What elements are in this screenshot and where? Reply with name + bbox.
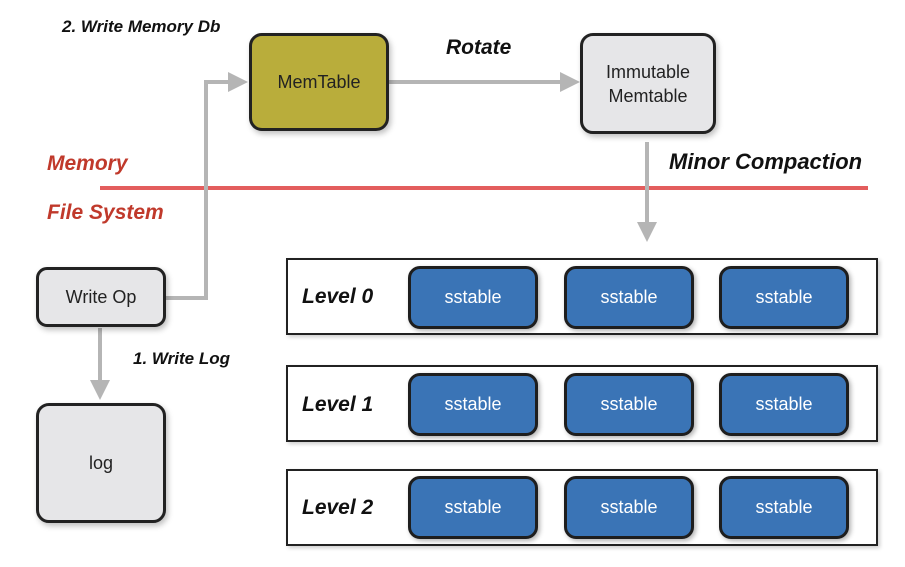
write-memory-db-label: 2. Write Memory Db <box>62 17 221 36</box>
write-op-to-memtable-arrow <box>165 72 248 300</box>
level-0-label: Level 0 <box>302 285 374 308</box>
memtable-text: MemTable <box>277 72 361 92</box>
write-op-box: Write Op <box>36 267 166 327</box>
write-op-text: Write Op <box>65 287 137 307</box>
log-box: log <box>36 403 166 523</box>
level-2-sstable-3: sstable <box>719 476 849 539</box>
memory-label: Memory <box>47 152 128 175</box>
level-1-sstable-1: sstable <box>408 373 538 436</box>
rotate-label: Rotate <box>446 36 512 59</box>
file-system-label: File System <box>47 201 164 224</box>
level-2-label: Level 2 <box>302 496 374 519</box>
level-0-sstable-1: sstable <box>408 266 538 329</box>
level-1-sstable-2: sstable <box>564 373 694 436</box>
immutable-memtable-text: Immutable Memtable <box>605 61 691 106</box>
write-log-label: 1. Write Log <box>133 349 230 368</box>
level-2-sstable-1: sstable <box>408 476 538 539</box>
immutable-memtable-box: Immutable Memtable <box>580 33 716 134</box>
level-1-label: Level 1 <box>302 393 374 416</box>
memtable-box: MemTable <box>249 33 389 131</box>
level-0-sstable-3: sstable <box>719 266 849 329</box>
minor-compaction-label: Minor Compaction <box>669 149 863 174</box>
log-text: log <box>88 453 114 473</box>
level-2-sstable-2: sstable <box>564 476 694 539</box>
level-1-sstable-3: sstable <box>719 373 849 436</box>
level-0-sstable-2: sstable <box>564 266 694 329</box>
